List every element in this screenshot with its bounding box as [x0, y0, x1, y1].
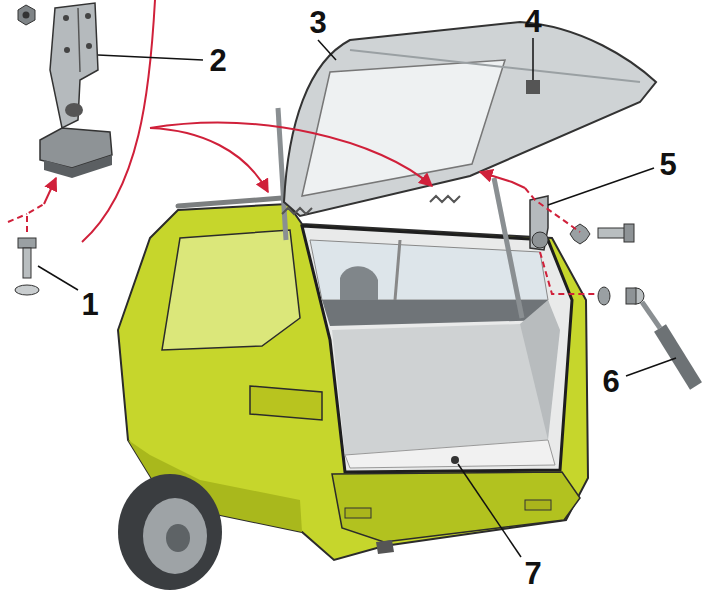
- strut-mount-detail-part: [624, 224, 634, 242]
- leader-line-part: [548, 168, 654, 205]
- hinge-detail-part: [65, 103, 83, 117]
- strut-mount-detail-part: [530, 196, 548, 250]
- hinge-detail-part: [44, 155, 112, 178]
- strut-mount-detail-part: [598, 287, 610, 305]
- hinge-detail-part: [18, 5, 35, 25]
- cargo-opening-part: [322, 300, 550, 326]
- rear-bumper-part: [451, 456, 459, 464]
- tailgate-part: [350, 50, 640, 82]
- tailgate: [282, 22, 656, 216]
- assembly-guide-part: [540, 252, 598, 294]
- leader-line-part: [458, 464, 521, 557]
- hinge-detail-part: [15, 285, 39, 295]
- hinge-detail-part: [85, 13, 91, 19]
- hinge-detail-part: [64, 47, 70, 53]
- assembly-guide-part: [8, 214, 27, 222]
- hinge-detail-part: [18, 238, 36, 248]
- callout-number: 3: [309, 7, 326, 38]
- gas-strut-part: [494, 178, 522, 318]
- car-body-part: [178, 198, 282, 206]
- hinge-detail-part: [23, 12, 30, 19]
- leader-line-part: [318, 40, 336, 60]
- assembly-guide-part: [525, 188, 580, 232]
- assembly-guide-part: [150, 128, 268, 192]
- callout-number: 2: [209, 45, 226, 76]
- tailgate-part: [282, 208, 312, 214]
- leader-line-part: [626, 358, 676, 376]
- cargo-opening: [302, 226, 572, 472]
- hinge-detail-part: [86, 43, 92, 49]
- leader-line-part: [532, 38, 534, 80]
- rear-bumper-part: [525, 500, 551, 510]
- assembly-guide-part: [82, 0, 155, 242]
- cargo-opening-part: [520, 300, 560, 440]
- assembly-guide-part: [27, 204, 44, 232]
- leader-line: [38, 38, 676, 557]
- rear-bumper: [332, 456, 580, 554]
- hinge-detail-part: [23, 248, 31, 278]
- callout-number: 4: [524, 6, 541, 37]
- hinge-detail-part: [78, 8, 80, 72]
- assembly-guide-part: [150, 123, 432, 186]
- cargo-opening-part: [345, 440, 555, 468]
- tailgate-part: [284, 22, 656, 216]
- rear-bumper-part: [332, 472, 580, 542]
- assembly-guide-part: [44, 178, 56, 204]
- hinge-detail: [15, 3, 112, 295]
- assembly-guide: [8, 0, 598, 294]
- tailgate-part: [430, 196, 460, 202]
- hinge-detail-part: [63, 15, 69, 21]
- assembly-guide-part: [480, 172, 525, 188]
- cargo-opening-part: [302, 226, 572, 472]
- hinge-detail-part: [50, 3, 98, 128]
- wheel-part: [166, 524, 190, 552]
- strut-mount-detail-part: [532, 232, 548, 248]
- strut-mount-detail-part: [660, 328, 696, 386]
- wheel: [118, 474, 222, 590]
- leader-line-part: [38, 266, 78, 290]
- car-body-part: [162, 230, 300, 350]
- callout-number: 5: [659, 149, 676, 180]
- callout-number: 1: [81, 289, 98, 320]
- cargo-opening-part: [332, 324, 548, 455]
- rear-bumper-part: [376, 540, 394, 554]
- cargo-opening-part: [340, 266, 378, 300]
- strut-mount-detail-part: [626, 288, 636, 304]
- callout-number: 7: [524, 558, 541, 589]
- wheel-part: [143, 498, 207, 574]
- rear-bumper-part: [345, 508, 371, 518]
- strut-mount-detail-part: [642, 302, 660, 328]
- callout-number: 6: [602, 366, 619, 397]
- strut-mount-detail-part: [598, 228, 626, 238]
- tailgate-part: [302, 60, 505, 196]
- wheel-part: [118, 474, 222, 590]
- leader-line-part: [98, 55, 203, 60]
- lock-striker: [526, 80, 540, 94]
- car-body-part: [250, 386, 322, 420]
- strut-mount-detail: [530, 196, 696, 386]
- cargo-opening-part: [395, 240, 400, 300]
